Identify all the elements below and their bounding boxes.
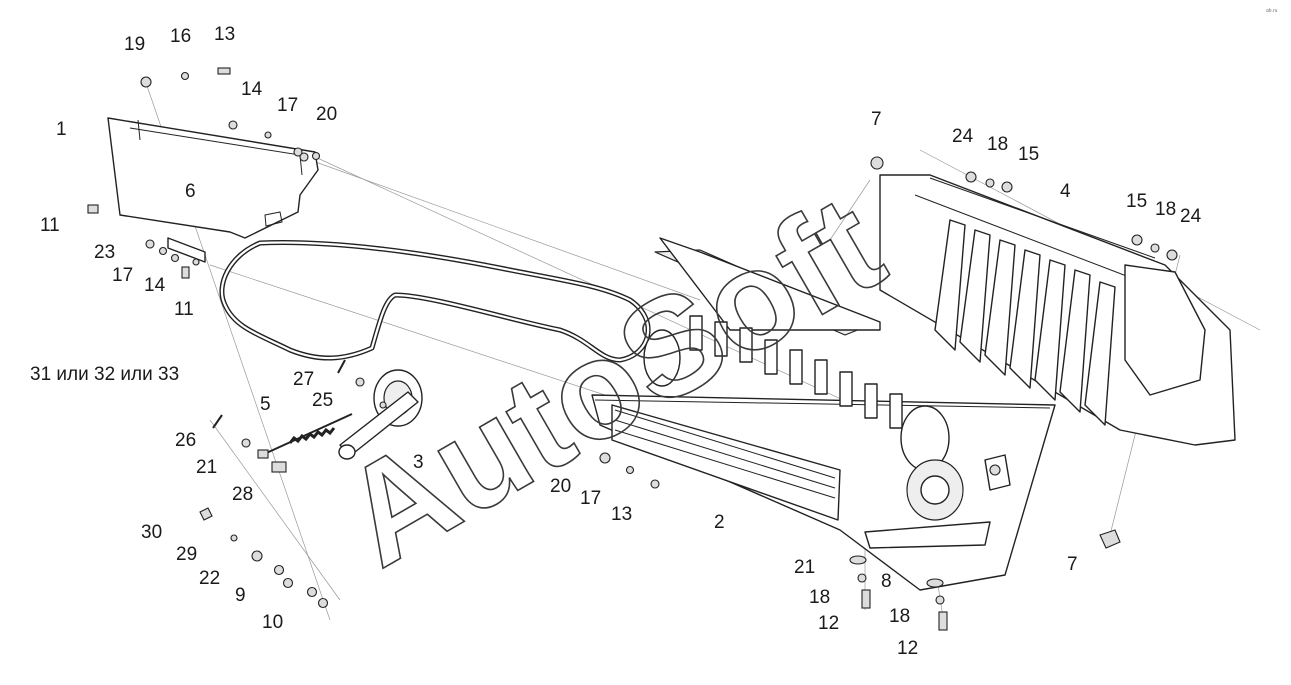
callout-16: 16 <box>170 26 191 47</box>
fasteners-left <box>87 67 365 609</box>
callout-17: 17 <box>277 95 298 116</box>
callout-labels: 19 16 13 1 14 17 20 6 11 23 17 14 11 31 … <box>30 24 1202 659</box>
callout-27: 27 <box>293 369 314 390</box>
callout-21b: 21 <box>794 557 815 578</box>
callout-24b: 24 <box>1180 206 1202 227</box>
callout-30: 30 <box>141 522 162 543</box>
callout-11b: 11 <box>174 299 194 320</box>
callout-5: 5 <box>260 394 271 415</box>
callout-2: 2 <box>714 512 725 533</box>
callout-3: 3 <box>413 452 424 473</box>
callout-17c: 17 <box>580 488 601 509</box>
callout-18b: 18 <box>1155 199 1176 220</box>
callout-13: 13 <box>214 24 235 45</box>
bracket-part-6 <box>167 237 206 266</box>
callout-31-32-33: 31 или 32 или 33 <box>30 364 179 385</box>
callout-24: 24 <box>952 126 974 147</box>
callout-19: 19 <box>124 34 145 55</box>
spring-rod-part-5 <box>257 413 353 459</box>
cover-part-1 <box>107 117 321 239</box>
callout-22: 22 <box>199 568 220 589</box>
callout-18d: 18 <box>889 606 910 627</box>
callout-14: 14 <box>241 79 263 100</box>
callout-10: 10 <box>262 612 283 633</box>
callout-14b: 14 <box>144 275 166 296</box>
callout-15b: 15 <box>1126 191 1147 212</box>
callout-12: 12 <box>818 613 839 634</box>
callout-20b: 20 <box>550 476 571 497</box>
callout-1: 1 <box>56 119 67 140</box>
callout-29: 29 <box>176 544 197 565</box>
shield-fins <box>934 219 1116 426</box>
callout-21: 21 <box>196 457 217 478</box>
callout-7b: 7 <box>1067 554 1078 575</box>
callout-25: 25 <box>312 390 333 411</box>
drive-belt <box>219 240 651 363</box>
callout-8: 8 <box>881 571 892 592</box>
callout-17b: 17 <box>112 265 133 286</box>
callout-9: 9 <box>235 585 246 606</box>
callout-7: 7 <box>871 109 882 130</box>
callout-28: 28 <box>232 484 253 505</box>
callout-23: 23 <box>94 242 115 263</box>
callout-12b: 12 <box>897 638 918 659</box>
fasteners-right <box>599 452 1121 631</box>
corner-mark: ab.ru <box>1266 8 1278 14</box>
shield-part-4 <box>870 156 1236 446</box>
callout-4: 4 <box>1060 181 1071 202</box>
callout-18: 18 <box>987 134 1008 155</box>
callout-18c: 18 <box>809 587 830 608</box>
tensioner-part-3 <box>338 369 423 460</box>
callout-26: 26 <box>175 430 196 451</box>
header-frame-part-2 <box>591 237 1056 591</box>
callout-20: 20 <box>316 104 337 125</box>
rotor-tines <box>689 315 903 429</box>
callout-13b: 13 <box>611 504 632 525</box>
callout-11: 11 <box>40 215 60 236</box>
callout-15: 15 <box>1018 144 1039 165</box>
callout-6: 6 <box>185 181 196 202</box>
